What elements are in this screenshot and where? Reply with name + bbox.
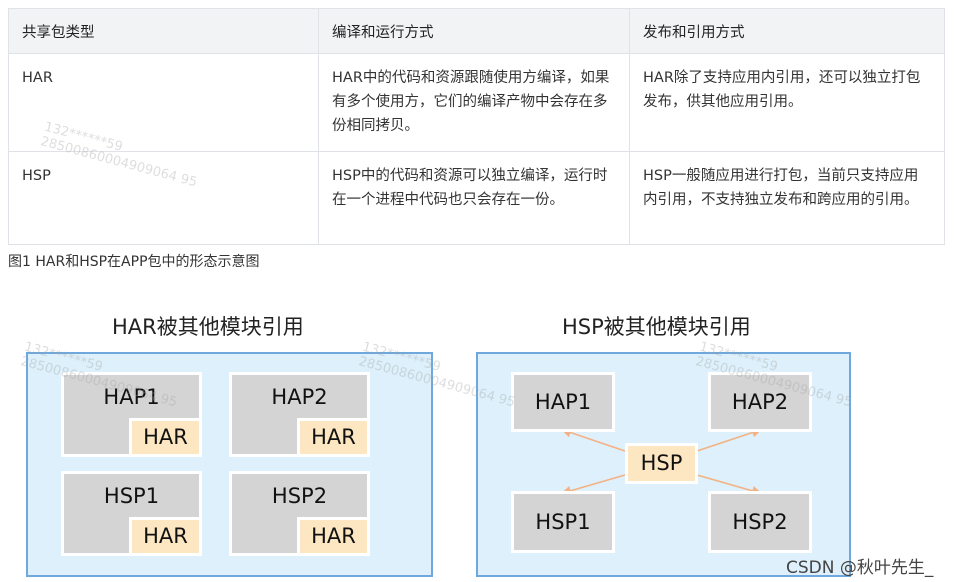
har-tag: HAR bbox=[129, 517, 199, 553]
module-label: HSP1 bbox=[103, 484, 160, 508]
module-label: HAP1 bbox=[103, 385, 160, 409]
module-hap2: HAP2 HAR bbox=[229, 372, 370, 457]
hsp-diagram-title: HSP被其他模块引用 bbox=[562, 315, 751, 339]
table-row: HSP HSP中的代码和资源可以独立编译，运行时在一个进程中代码也只会存在一份。… bbox=[8, 151, 945, 245]
arrow-to-hap2 bbox=[696, 427, 762, 452]
module-hsp1: HSP1 HAR bbox=[61, 471, 202, 556]
module-hsp1: HSP1 bbox=[511, 491, 615, 553]
arrow-to-hap1 bbox=[561, 427, 626, 452]
arrow-to-hsp1 bbox=[561, 474, 626, 496]
table-cell: HAR bbox=[8, 53, 319, 152]
comparison-table: 共享包类型 编译和运行方式 发布和引用方式 HAR HAR中的代码和资源跟随使用… bbox=[8, 8, 945, 245]
module-hsp2: HSP2 bbox=[708, 491, 812, 553]
har-tag: HAR bbox=[297, 517, 367, 553]
shared-hsp-box: HSP bbox=[625, 443, 698, 484]
module-label: HSP2 bbox=[271, 484, 328, 508]
figure-caption: 图1 HAR和HSP在APP包中的形态示意图 bbox=[8, 254, 260, 270]
har-tag: HAR bbox=[297, 418, 367, 454]
table-cell: HAR中的代码和资源跟随使用方编译，如果有多个使用方，它们的编译产物中会存在多份… bbox=[318, 53, 630, 152]
module-label: HAP2 bbox=[271, 385, 328, 409]
har-tag: HAR bbox=[129, 418, 199, 454]
table-row: HAR HAR中的代码和资源跟随使用方编译，如果有多个使用方，它们的编译产物中会… bbox=[8, 53, 945, 152]
har-diagram-panel: HAP1 HAR HAP2 HAR HSP1 HAR HSP2 HAR bbox=[26, 352, 433, 577]
table-cell: HSP一般随应用进行打包，当前只支持应用内引用，不支持独立发布和跨应用的引用。 bbox=[629, 151, 945, 245]
table-cell: HAR除了支持应用内引用，还可以独立打包发布，供其他应用引用。 bbox=[629, 53, 945, 152]
arrow-to-hsp2 bbox=[696, 474, 762, 496]
module-hap1: HAP1 bbox=[511, 372, 615, 432]
module-hsp2: HSP2 HAR bbox=[229, 471, 370, 556]
author-credit: CSDN @秋叶先生_ bbox=[786, 558, 934, 578]
table-cell: HSP中的代码和资源可以独立编译，运行时在一个进程中代码也只会存在一份。 bbox=[318, 151, 630, 245]
module-hap2: HAP2 bbox=[708, 372, 812, 432]
module-hap1: HAP1 HAR bbox=[61, 372, 202, 457]
har-diagram-title: HAR被其他模块引用 bbox=[112, 315, 304, 339]
header-package-type: 共享包类型 bbox=[8, 8, 319, 54]
table-header-row: 共享包类型 编译和运行方式 发布和引用方式 bbox=[8, 8, 945, 54]
